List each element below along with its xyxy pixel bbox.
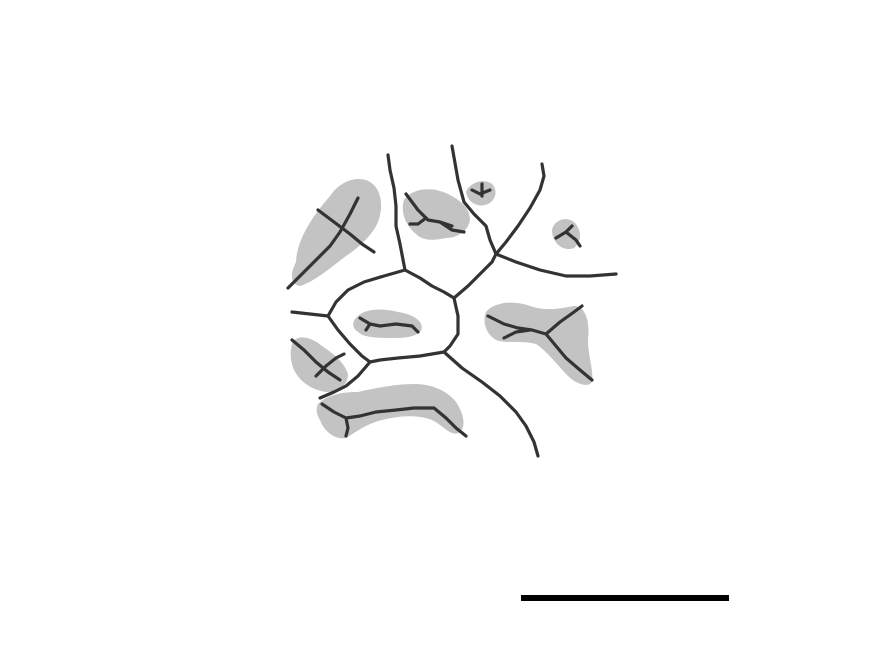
cell-region-right <box>484 302 593 385</box>
skeleton-line <box>408 216 428 226</box>
boundary-line <box>290 310 330 318</box>
boundary-lines <box>290 144 618 458</box>
skeleton-line <box>358 316 420 334</box>
boundary-line <box>326 314 372 364</box>
skeleton-line <box>544 332 594 382</box>
boundary-line <box>450 144 498 256</box>
boundary-line <box>386 153 407 272</box>
skeleton-line <box>320 402 468 438</box>
skeleton-line <box>470 188 492 196</box>
cell-region-right-small <box>552 219 580 250</box>
boundary-line <box>368 350 446 364</box>
boundary-line <box>494 252 618 278</box>
skeleton-line <box>502 328 532 340</box>
region-skeletons <box>286 182 594 438</box>
skeleton-line <box>344 416 350 438</box>
boundary-line <box>403 268 456 300</box>
skeleton-line <box>316 208 376 254</box>
boundary-line <box>442 350 540 458</box>
skeleton-line <box>544 304 584 336</box>
cell-region-upper-left <box>291 178 382 286</box>
skeleton-line <box>314 352 346 378</box>
skeleton-line <box>290 338 342 382</box>
boundary-line <box>442 296 460 354</box>
cell-regions <box>290 178 593 439</box>
boundary-line <box>452 252 498 300</box>
skeleton-line <box>564 230 582 248</box>
skeleton-line <box>438 220 466 234</box>
cell-region-top-middle <box>402 189 470 240</box>
boundary-line <box>318 360 372 400</box>
boundary-line <box>494 162 546 256</box>
boundary-line <box>326 268 407 318</box>
skeleton-line <box>286 196 360 290</box>
skeleton-line <box>364 322 372 332</box>
skeleton-line <box>486 314 548 336</box>
